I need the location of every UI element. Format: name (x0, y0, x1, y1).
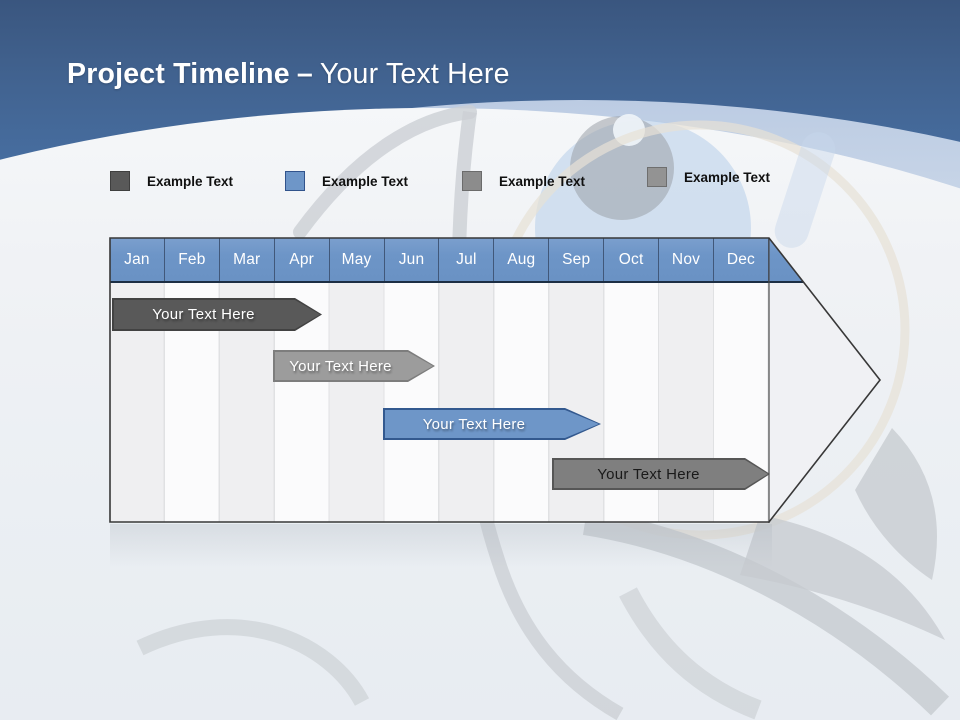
title-subtitle: Your Text Here (319, 58, 510, 90)
month-cell-jan: Jan (110, 238, 165, 281)
task-bar-fill (275, 352, 433, 380)
slide-title: Project Timeline–Your Text Here (67, 58, 510, 91)
task-bar-label: Your Text Here (152, 306, 255, 323)
month-cell-jun: Jun (385, 238, 440, 281)
task-bar-2: Your Text Here (273, 350, 435, 382)
legend-label: Example Text (147, 173, 234, 189)
legend-swatch-icon (285, 171, 305, 191)
task-bar-label: Your Text Here (289, 357, 392, 375)
task-bar-1: Your Text Here (112, 298, 322, 331)
legend-item-3: Example Text (462, 171, 585, 191)
month-cell-feb: Feb (165, 238, 220, 281)
legend-label: Example Text (684, 169, 771, 185)
task-bar-fill (114, 300, 320, 329)
month-cell-mar: Mar (220, 238, 275, 281)
task-bar-3: Your Text Here (383, 408, 601, 440)
legend-swatch-icon (462, 171, 482, 191)
legend-label: Example Text (499, 173, 586, 189)
legend-item-1: Example Text (110, 171, 233, 191)
legend-item-4: Example Text (647, 167, 770, 187)
legend-swatch-icon (110, 171, 130, 191)
legend-label: Example Text (322, 173, 409, 189)
legend-item-2: Example Text (285, 171, 408, 191)
task-bar-4: Your Text Here (552, 458, 770, 490)
timeline-reflection (110, 524, 772, 568)
legend-swatch-icon (647, 167, 667, 187)
task-bar-label: Your Text Here (597, 465, 700, 483)
title-dash: – (296, 58, 313, 90)
title-main: Project Timeline (67, 58, 290, 90)
month-cell-may: May (330, 238, 385, 281)
month-cell-apr: Apr (275, 238, 330, 281)
task-bar-label: Your Text Here (422, 415, 526, 433)
